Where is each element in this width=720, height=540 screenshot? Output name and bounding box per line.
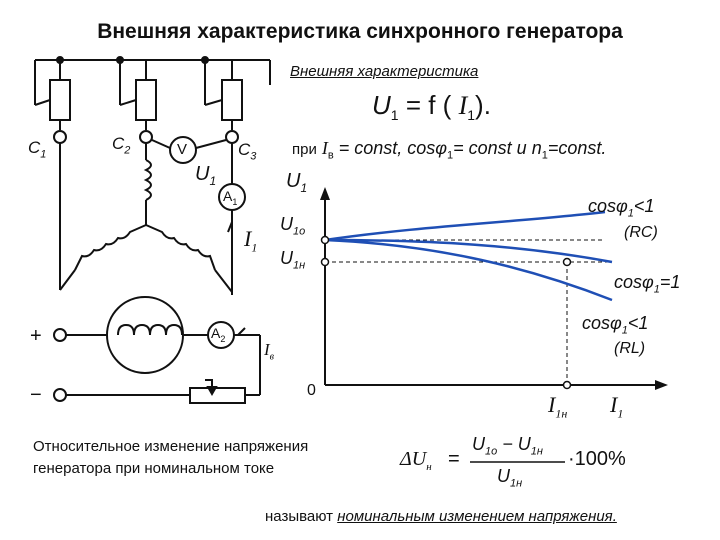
point-u10 — [320, 235, 330, 245]
u1n-label: U1н — [280, 248, 306, 272]
delta-formula-numerator: U1о − U1н — [472, 434, 543, 458]
curve-rl-label: cosφ1<1 — [582, 313, 649, 337]
ammeter1-label: A1 — [223, 188, 238, 207]
curve-rl — [324, 238, 613, 302]
y-axis-label: U1 — [286, 170, 308, 195]
circuit-schematic — [34, 56, 271, 404]
y-axis-arrow — [320, 187, 330, 200]
curve-rc-type: (RC) — [624, 224, 658, 241]
main-formula: U1 = f ( I1). — [372, 90, 491, 124]
characteristic-graph — [320, 187, 668, 390]
note-line-1: Относительное изменение напряжения — [33, 438, 309, 455]
i1n-label: I1н — [548, 392, 568, 421]
page-title: Внешняя характеристика синхронного генер… — [97, 20, 623, 43]
conditions-text: при Iв = const, cosφ1= const и n1=const. — [292, 138, 607, 162]
origin-label: 0 — [307, 382, 316, 399]
voltmeter-label: V — [177, 141, 188, 158]
i1-circuit-label: I1 — [244, 226, 258, 255]
ammeter2-label: A2 — [211, 325, 226, 344]
x-axis-label: I1 — [610, 392, 624, 421]
x-axis-arrow — [655, 380, 668, 390]
u10-label: U1о — [280, 214, 306, 238]
footer-text: называют номинальным изменением напряжен… — [265, 508, 617, 525]
curve-rc — [324, 210, 606, 242]
curve-rl-type: (RL) — [614, 340, 646, 357]
delta-formula-denominator: U1н — [497, 466, 523, 490]
plus-sign: + — [30, 325, 42, 347]
curve-r-label: cosφ1=1 — [614, 272, 681, 296]
curve-rc-label: cosφ1<1 — [588, 196, 655, 220]
iv-circuit-label: Iв — [264, 340, 275, 363]
subtitle: Внешняя характеристика — [290, 63, 479, 80]
note-line-2: генератора при номинальном токе — [33, 460, 275, 477]
footer-term: номинальным изменением напряжения. — [337, 508, 617, 525]
delta-formula-multiplier: ·100% — [568, 448, 626, 470]
point-rated — [562, 257, 572, 267]
point-u1n — [320, 257, 330, 267]
curve-r — [324, 238, 613, 264]
delta-formula-lhs: ΔUн — [400, 448, 432, 473]
delta-formula-eq: = — [448, 448, 460, 470]
terminal-c2-label: C2 — [112, 134, 131, 157]
terminal-c1-label: C1 — [28, 138, 47, 161]
minus-sign: − — [30, 384, 42, 406]
terminal-c3-label: C3 — [238, 140, 257, 163]
point-i1n — [562, 380, 572, 390]
u1-circuit-label: U1 — [195, 163, 217, 188]
